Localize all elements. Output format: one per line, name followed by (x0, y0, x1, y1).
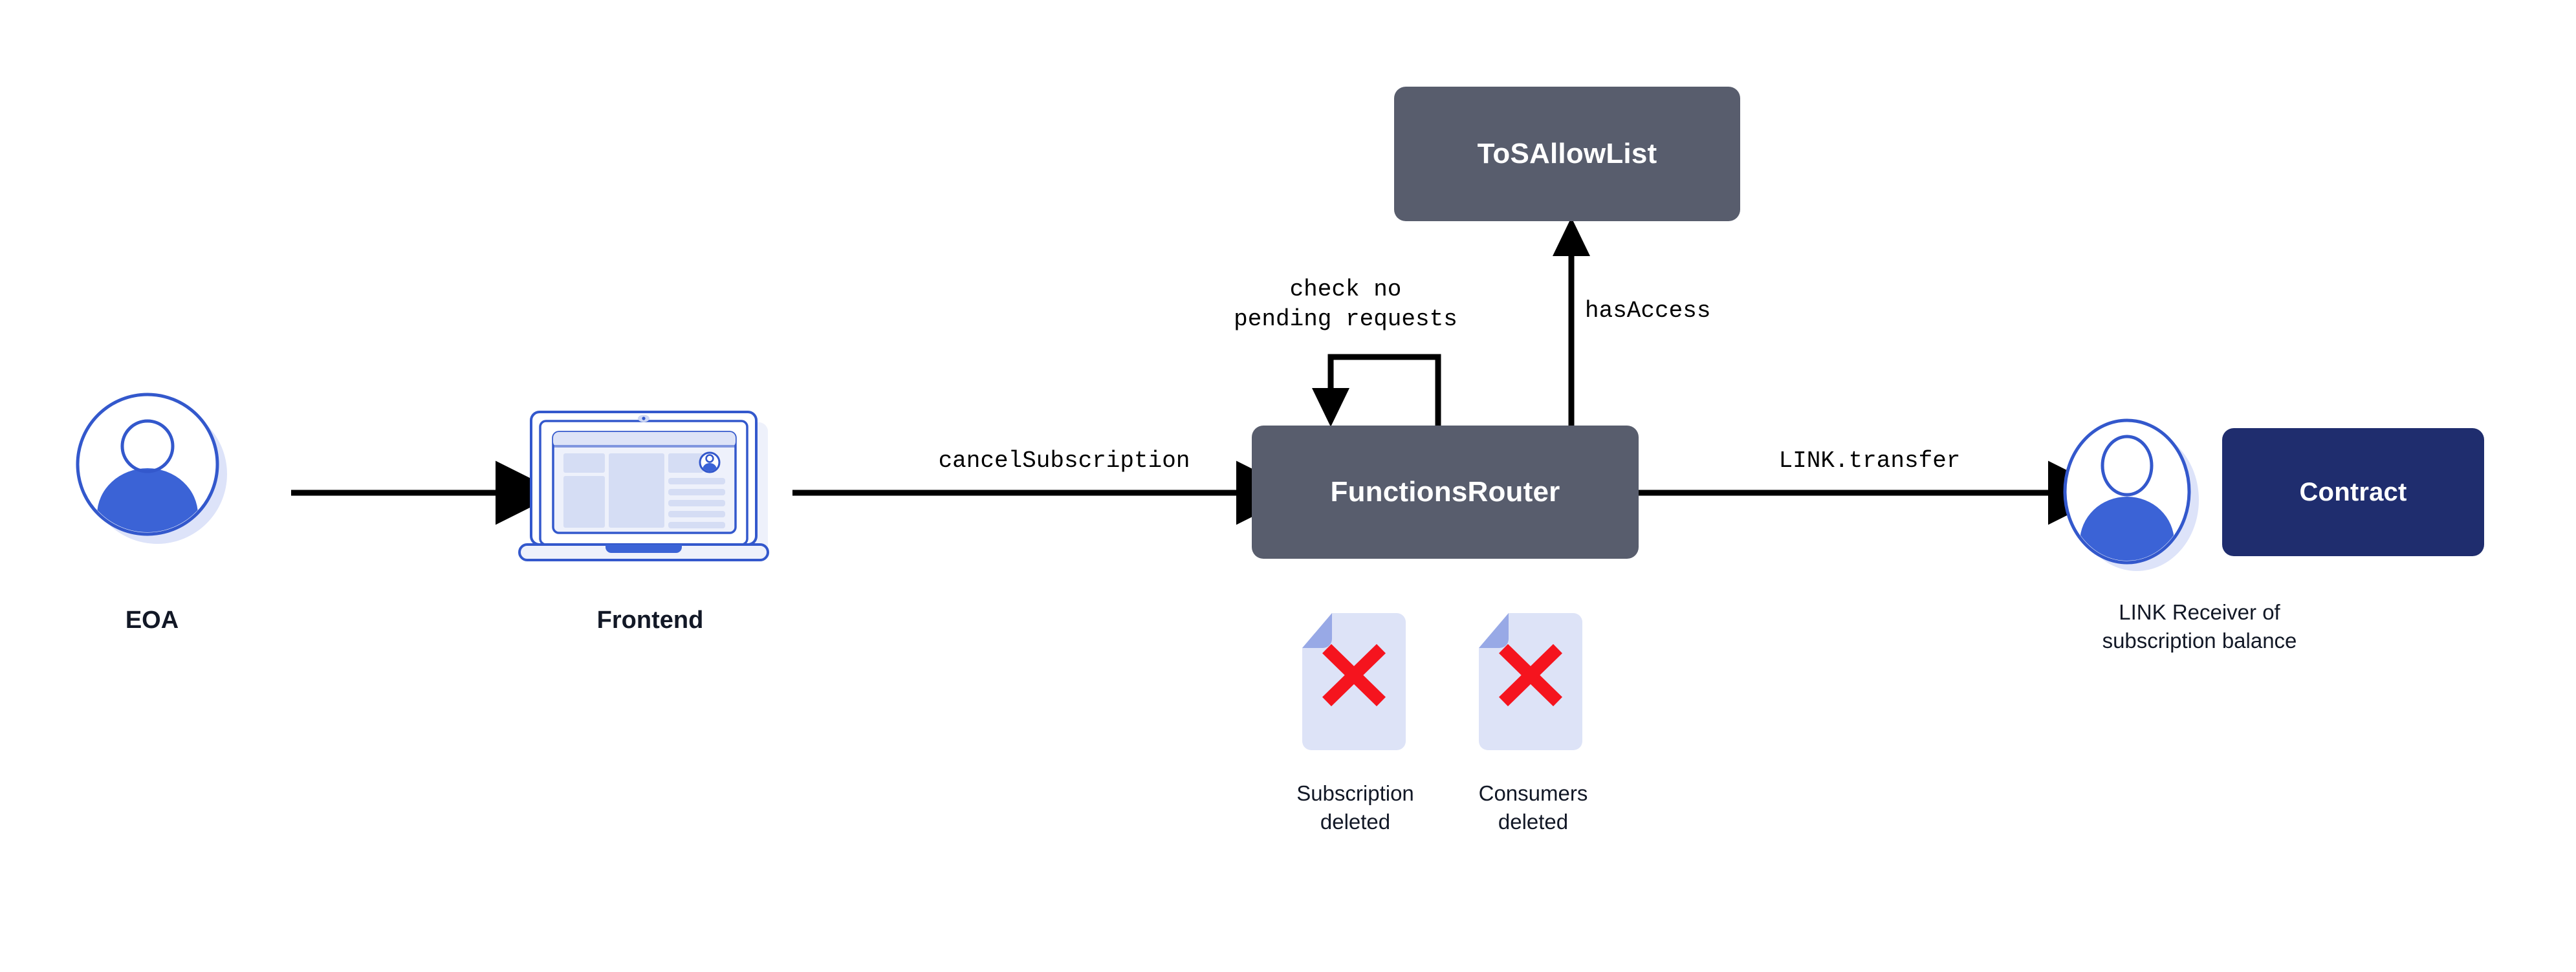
link-receiver-caption-line2: subscription balance (2102, 628, 2297, 653)
edge-label-link-transfer: LINK.transfer (1778, 448, 1961, 474)
eoa-label: EOA (125, 607, 179, 634)
node-tos-allow-list[interactable]: ToSAllowList (1394, 87, 1740, 221)
edge-label-cancel-subscription: cancelSubscription (938, 448, 1190, 474)
artifact-caption-line1: Consumers (1478, 781, 1588, 805)
artifact-caption-line2: deleted (1498, 809, 1569, 834)
artifact-caption-line2: deleted (1320, 809, 1391, 834)
edge-router-self-loop (1312, 354, 1441, 427)
document-deleted-icon (1479, 613, 1582, 750)
functions-router-label: FunctionsRouter (1330, 476, 1560, 508)
node-functions-router[interactable]: FunctionsRouter (1252, 426, 1639, 559)
node-contract[interactable]: Contract (2222, 428, 2484, 556)
artifact-caption-consumers-deleted: Consumers deleted (1443, 779, 1624, 836)
artifact-caption-subscription-deleted: Subscription deleted (1265, 779, 1446, 836)
user-avatar-icon (2063, 418, 2199, 571)
link-receiver-caption: LINK Receiver of subscription balance (2018, 598, 2381, 654)
edge-router-to-toslist (1553, 217, 1590, 426)
document-deleted-icon (1302, 613, 1406, 750)
edge-label-check-pending-line2: pending requests (1234, 306, 1457, 333)
user-avatar-icon (76, 393, 227, 544)
tos-allow-list-label: ToSAllowList (1477, 138, 1657, 169)
frontend-label: Frontend (596, 607, 704, 634)
contract-label: Contract (2299, 477, 2407, 506)
laptop-icon (518, 411, 769, 561)
edge-label-has-access: hasAccess (1585, 297, 1711, 324)
edge-label-check-pending: check no pending requests (1203, 275, 1488, 334)
edge-label-check-pending-line1: check no (1289, 276, 1402, 303)
artifact-caption-line1: Subscription (1296, 781, 1414, 805)
link-receiver-caption-line1: LINK Receiver of (2119, 600, 2280, 624)
